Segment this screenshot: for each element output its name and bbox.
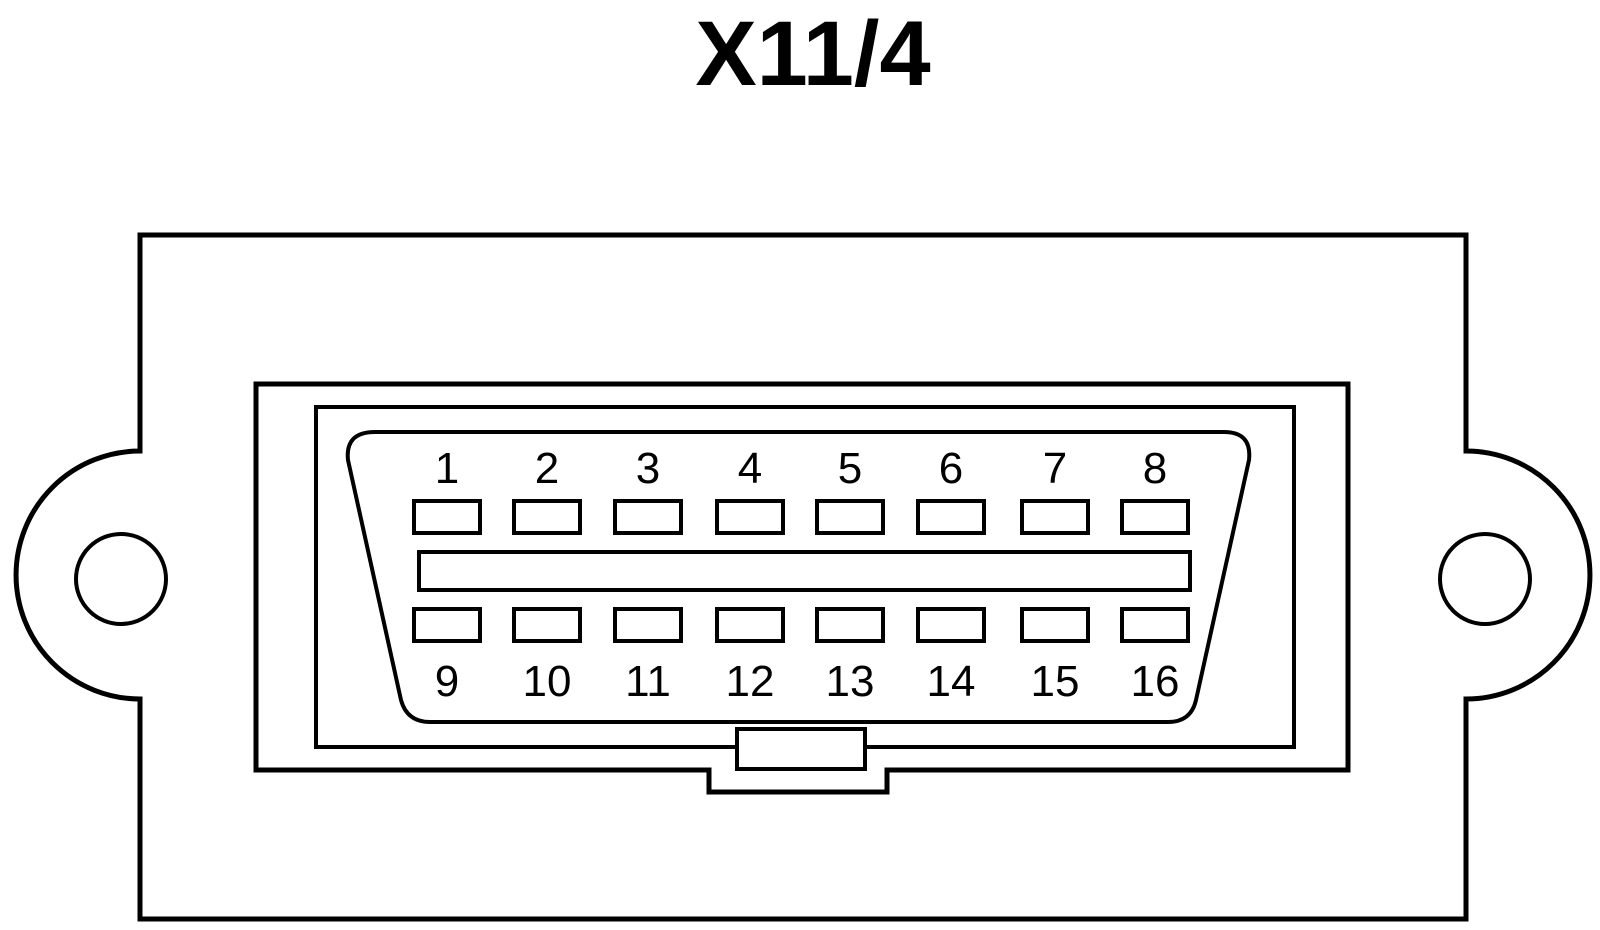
pin-contact-8 <box>1120 499 1190 535</box>
top-pin-label: 5 <box>838 444 862 493</box>
pin-contact-3 <box>613 499 683 535</box>
bottom-pin-row <box>412 607 1190 643</box>
connector-center-bar <box>417 550 1192 592</box>
bottom-pin-label: 16 <box>1131 657 1180 706</box>
pin-contact-14 <box>916 607 986 643</box>
pin-contact-5 <box>815 499 885 535</box>
pin-contact-9 <box>412 607 482 643</box>
pin-contact-10 <box>512 607 582 643</box>
bottom-pin-label: 14 <box>927 657 976 706</box>
bottom-pin-label: 13 <box>826 657 875 706</box>
top-pin-row <box>412 499 1190 535</box>
pin-contact-4 <box>715 499 785 535</box>
pin-contact-2 <box>512 499 582 535</box>
left-mounting-hole <box>74 532 168 626</box>
connector-latch-tab <box>735 727 867 771</box>
bottom-pin-label: 10 <box>523 657 572 706</box>
right-mounting-hole <box>1438 532 1532 626</box>
bottom-pin-label: 12 <box>726 657 775 706</box>
pin-contact-1 <box>412 499 482 535</box>
connector-title: X11/4 <box>695 3 930 105</box>
top-pin-label: 7 <box>1043 444 1067 493</box>
top-pin-label: 1 <box>435 444 459 493</box>
pin-contact-13 <box>815 607 885 643</box>
bottom-pin-label: 11 <box>625 657 671 706</box>
bottom-pin-labels: 9 10 11 12 13 14 15 16 <box>435 657 1180 706</box>
top-pin-label: 4 <box>738 444 762 493</box>
bottom-pin-label: 15 <box>1031 657 1080 706</box>
top-pin-label: 3 <box>636 444 660 493</box>
top-pin-label: 2 <box>535 444 559 493</box>
pin-contact-15 <box>1020 607 1090 643</box>
pin-contact-6 <box>916 499 986 535</box>
pin-contact-12 <box>715 607 785 643</box>
pin-contact-11 <box>613 607 683 643</box>
top-pin-label: 8 <box>1143 444 1167 493</box>
pin-contact-16 <box>1120 607 1190 643</box>
top-pin-labels: 1 2 3 4 5 6 7 8 <box>435 444 1167 493</box>
top-pin-label: 6 <box>939 444 963 493</box>
pin-contact-7 <box>1020 499 1090 535</box>
bottom-pin-label: 9 <box>435 657 459 706</box>
